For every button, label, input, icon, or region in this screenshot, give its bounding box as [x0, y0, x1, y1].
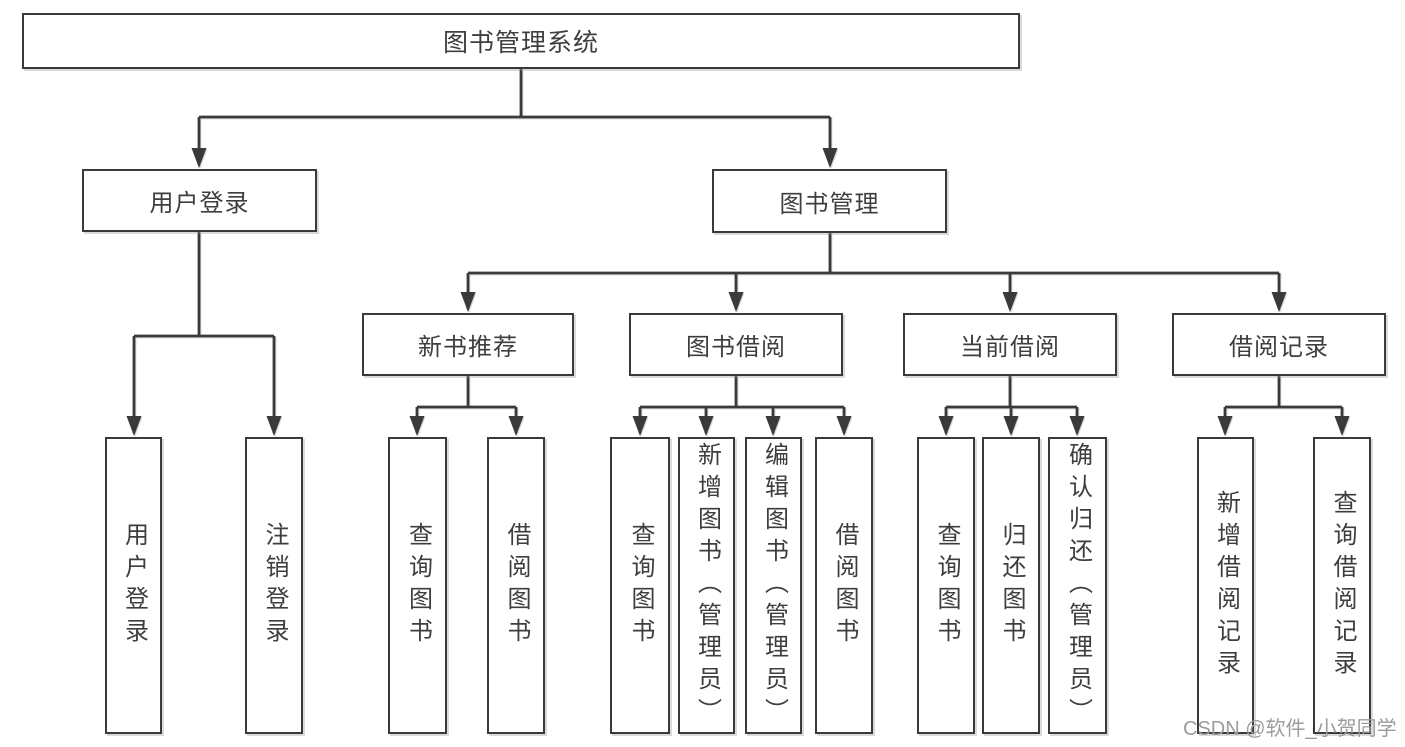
leaf-recommend-borrow-books: 借阅图书	[487, 437, 545, 734]
leaf-current-query-books: 查询图书	[917, 437, 975, 734]
node-borrowing-records: 借阅记录	[1172, 313, 1386, 376]
leaf-borrowing-borrow-books: 借阅图书	[815, 437, 873, 734]
leaf-current-return-books: 归还图书	[982, 437, 1040, 734]
leaf-borrowing-add-books-admin: 新增图书（管理员）	[678, 437, 735, 734]
node-book-management: 图书管理	[712, 169, 947, 233]
leaf-user-login: 用户登录	[105, 437, 162, 734]
leaf-logout: 注销登录	[245, 437, 303, 734]
csdn-watermark: CSDN @软件_小贺同学	[1183, 718, 1397, 740]
node-library-management-system: 图书管理系统	[22, 13, 1020, 69]
leaf-records-add-record: 新增借阅记录	[1197, 437, 1254, 734]
leaf-borrowing-edit-books-admin: 编辑图书（管理员）	[745, 437, 802, 734]
leaf-borrowing-query-books: 查询图书	[610, 437, 670, 734]
node-current-borrowing: 当前借阅	[903, 313, 1117, 376]
leaf-records-query-record: 查询借阅记录	[1313, 437, 1371, 734]
leaf-current-confirm-return-admin: 确认归还（管理员）	[1048, 437, 1107, 734]
node-book-borrowing: 图书借阅	[629, 313, 843, 376]
leaf-recommend-query-books: 查询图书	[388, 437, 447, 734]
node-new-book-recommend: 新书推荐	[362, 313, 574, 376]
node-user-login: 用户登录	[82, 169, 317, 232]
